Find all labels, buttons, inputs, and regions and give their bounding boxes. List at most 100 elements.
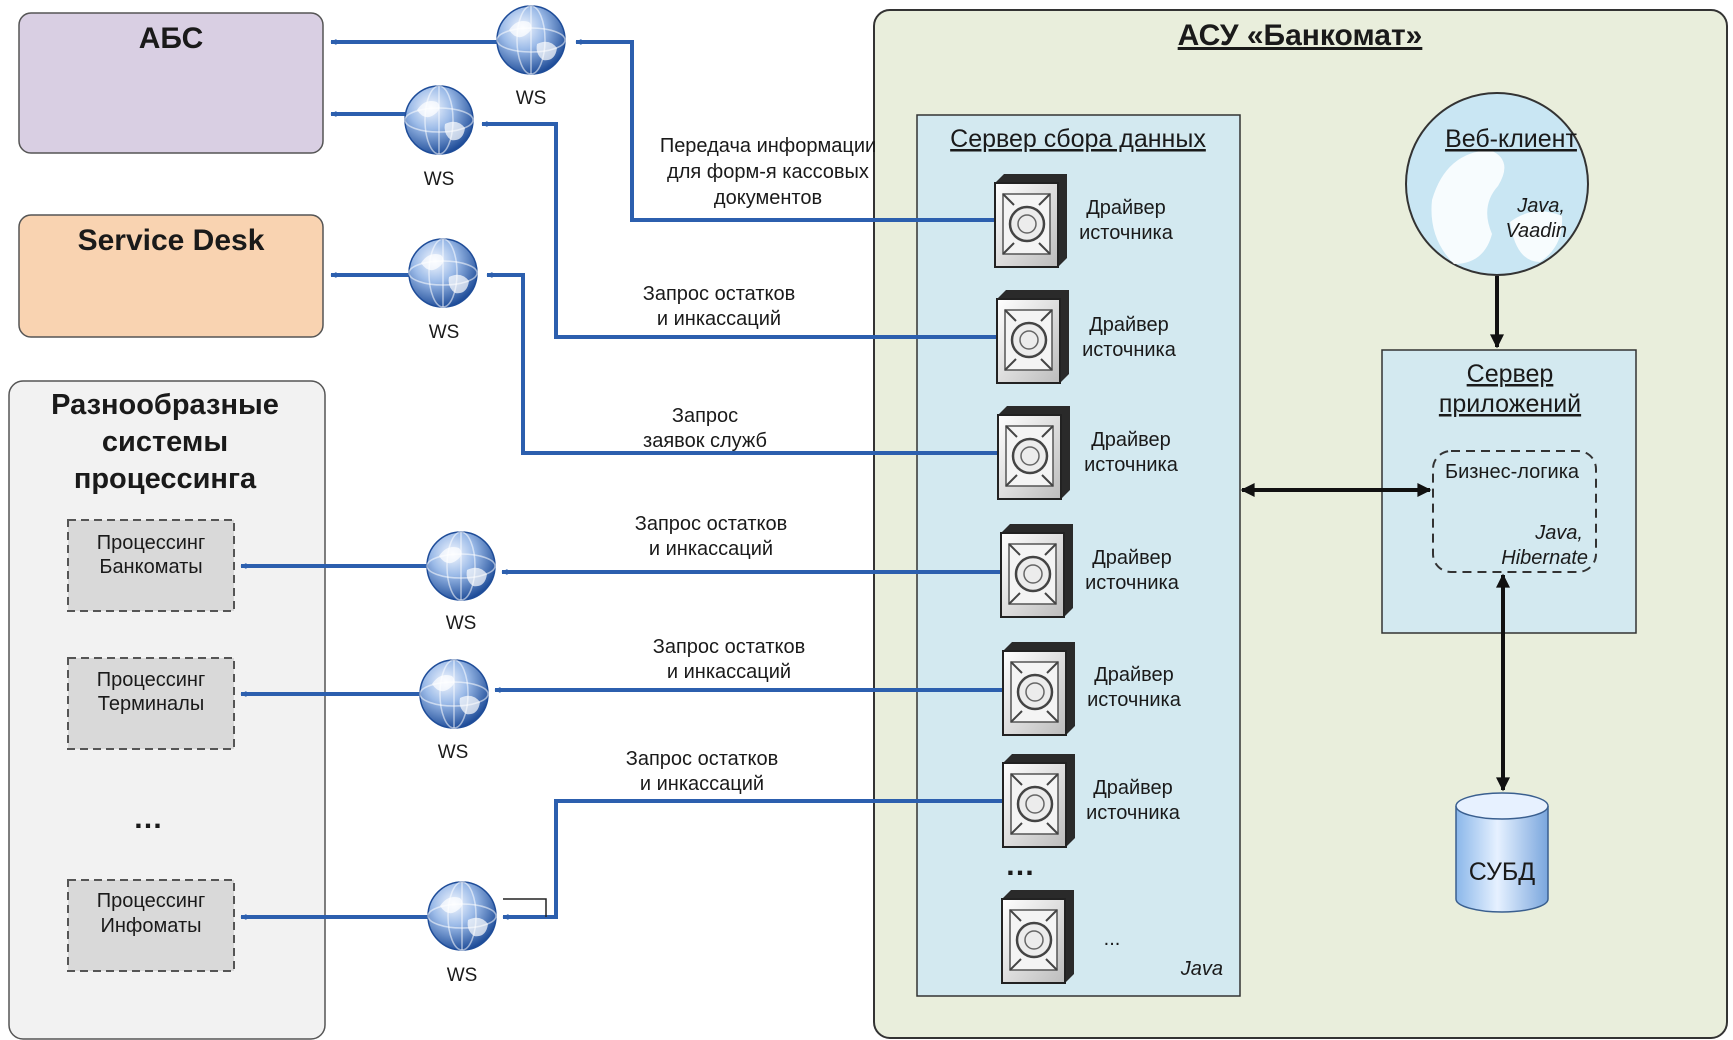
driver-label-2: источника: [1087, 689, 1182, 711]
collector-lang: Java: [1180, 958, 1223, 980]
driver-1: Драйвер источника: [993, 172, 1174, 269]
driver-6: Драйвер источника: [1001, 752, 1181, 849]
ws-label: WS: [424, 169, 455, 190]
driver-icon: [993, 172, 1069, 269]
globe-icon: [427, 881, 497, 951]
driver-3: Драйвер источника: [996, 404, 1179, 501]
dbms-label: СУБД: [1469, 858, 1536, 886]
driver-label-1: Драйвер: [1089, 314, 1169, 336]
flow-balances-3-label-1: Запрос остатков: [653, 636, 805, 658]
globe-icon: [408, 238, 478, 308]
ws-label: WS: [447, 965, 478, 986]
driver-label-2: источника: [1086, 802, 1181, 824]
ws-label: WS: [429, 322, 460, 343]
driver-icon: [1000, 888, 1076, 985]
processing-title-line2: системы: [102, 426, 228, 458]
driver-label-1: Драйвер: [1086, 197, 1166, 219]
flow-balances-4-label-2: и инкассаций: [640, 773, 764, 795]
service-desk-title: Service Desk: [78, 224, 265, 257]
flow-balances-4-bracket: [503, 898, 547, 917]
internal-arrows: [1240, 276, 1510, 792]
world-map-icon: [1431, 150, 1563, 264]
ws-globe-service-desk: WS: [408, 238, 478, 343]
processing-terminals-line2: Терминалы: [98, 693, 204, 715]
flow-cash-docs-line: [575, 39, 1000, 222]
ws-globe-terminals: WS: [419, 659, 489, 763]
flow-balances-3-label-2: и инкассаций: [667, 661, 791, 683]
globe-icon: [496, 5, 566, 75]
data-collection-server: Сервер сбора данных Java …: [916, 114, 1241, 997]
flow-balances-4-line: [502, 799, 1006, 920]
app-server-title-line2: приложений: [1439, 390, 1581, 418]
processing-systems-box: Разнообразные системы процессинга Процес…: [8, 380, 326, 1040]
processing-ellipsis: …: [133, 802, 163, 835]
driver-7-label: ...: [1104, 928, 1121, 950]
driver-icon: [1001, 640, 1077, 737]
web-client: Веб-клиент Java, Vaadin: [1405, 92, 1589, 276]
flow-service-requests-label-1: Запрос: [672, 405, 738, 427]
flow-balances-2-label-2: и инкассаций: [649, 538, 773, 560]
business-logic-box: Бизнес-логика Java, Hibernate: [1432, 450, 1597, 573]
dbms: СУБД: [1455, 792, 1549, 913]
driver-7: ...: [1000, 888, 1121, 985]
collector-title: Сервер сбора данных: [950, 125, 1206, 153]
driver-label-2: источника: [1085, 572, 1180, 594]
processing-infomats-box: Процессинг Инфоматы: [67, 879, 235, 972]
driver-label-1: Драйвер: [1092, 547, 1172, 569]
flow-service-requests-line: [486, 272, 1000, 455]
driver-2: Драйвер источника: [995, 288, 1177, 385]
ws-label: WS: [438, 742, 469, 763]
processing-infomats-line2: Инфоматы: [101, 915, 202, 937]
processing-infomats-line1: Процессинг: [97, 890, 206, 912]
processing-atm-line1: Процессинг: [97, 532, 206, 554]
web-tech-line1: Java,: [1516, 195, 1565, 217]
processing-atm-box: Процессинг Банкоматы: [67, 519, 235, 612]
asu-title: АСУ «Банкомат»: [1178, 19, 1423, 52]
service-desk-box: Service Desk: [18, 214, 324, 338]
driver-label-2: источника: [1082, 339, 1177, 361]
flow-cash-docs-label-3: документов: [714, 187, 822, 209]
ws-globe-infomats: WS: [427, 881, 497, 986]
processing-terminals-line1: Процессинг: [97, 669, 206, 691]
driver-icon: [1001, 752, 1077, 849]
flow-balances-1-line: [481, 121, 1000, 339]
ws-globe-abs-1: WS: [496, 5, 566, 109]
flow-service-requests-label-2: заявок служб: [643, 430, 767, 452]
flow-balances-1-label-1: Запрос остатков: [643, 283, 795, 305]
driver-icon: [999, 522, 1075, 619]
processing-atm-line2: Банкоматы: [99, 556, 202, 578]
app-server-title-line1: Сервер: [1467, 360, 1554, 388]
driver-icon: [995, 288, 1071, 385]
globe-icon: [404, 85, 474, 155]
globe-icon: [419, 659, 489, 729]
driver-label-2: источника: [1079, 222, 1174, 244]
business-logic-title: Бизнес-логика: [1445, 461, 1580, 483]
globe-icon: [426, 531, 496, 601]
driver-5: Драйвер источника: [1001, 640, 1182, 737]
flow-cash-docs-label-1: Передача информации: [660, 135, 876, 157]
driver-4: Драйвер источника: [999, 522, 1180, 619]
business-tech-line1: Java,: [1534, 522, 1583, 544]
ws-globe-atm: WS: [426, 531, 496, 634]
driver-label-1: Драйвер: [1093, 777, 1173, 799]
abs-box: АБС: [18, 12, 324, 154]
ws-globe-abs-2: WS: [404, 85, 474, 190]
ws-label: WS: [516, 88, 547, 109]
driver-label-1: Драйвер: [1094, 664, 1174, 686]
processing-title-line3: процессинга: [74, 463, 257, 495]
drivers-ellipsis: …: [1005, 849, 1035, 882]
web-client-title: Веб-клиент: [1445, 125, 1577, 153]
driver-label-2: источника: [1084, 454, 1179, 476]
business-tech-line2: Hibernate: [1501, 547, 1588, 569]
flow-labels: Передача информации для форм-я кассовых …: [626, 135, 876, 795]
driver-icon: [996, 404, 1072, 501]
connectors: [240, 39, 1006, 920]
ws-label: WS: [446, 613, 477, 634]
flow-balances-4-label-1: Запрос остатков: [626, 748, 778, 770]
flow-balances-2-label-1: Запрос остатков: [635, 513, 787, 535]
flow-balances-1-label-2: и инкассаций: [657, 308, 781, 330]
processing-title-line1: Разнообразные: [51, 389, 279, 421]
driver-label-1: Драйвер: [1091, 429, 1171, 451]
flow-cash-docs-label-2: для форм-я кассовых: [667, 161, 869, 183]
